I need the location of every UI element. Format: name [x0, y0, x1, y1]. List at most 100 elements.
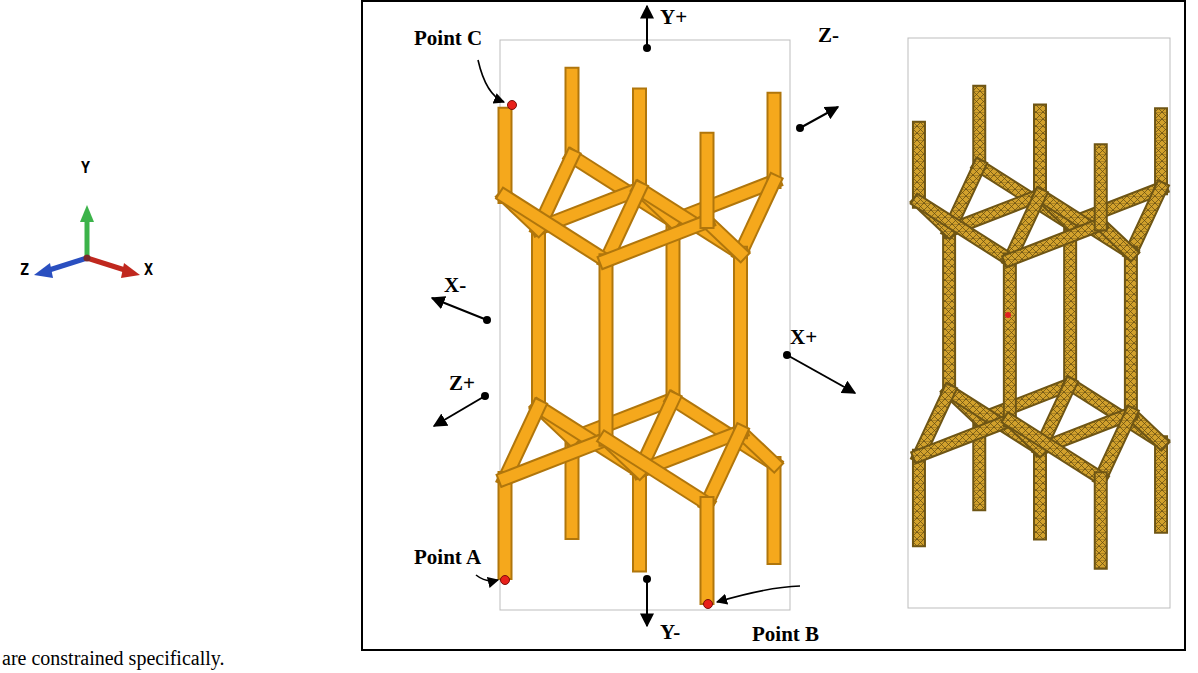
strut-edge [1094, 150, 1108, 224]
strut-edge [942, 230, 956, 391]
strut [606, 439, 707, 503]
direction-label: Y+ [660, 6, 687, 29]
strut [505, 197, 606, 261]
strut [1040, 449, 1041, 534]
strut [1161, 114, 1162, 188]
face-dot [796, 124, 804, 132]
strut [774, 464, 775, 558]
strut [918, 128, 919, 202]
strut [949, 230, 950, 391]
strut-face [533, 228, 544, 407]
strut-face [606, 439, 707, 503]
strut-face [567, 74, 578, 156]
point-label: Point A [414, 546, 481, 569]
strut-edge [1124, 253, 1138, 414]
direction-label: Z- [818, 24, 839, 47]
leader-arrow [717, 586, 800, 602]
strut-edge [767, 464, 782, 558]
strut-edge [498, 479, 513, 573]
strut [918, 456, 919, 541]
strut [505, 439, 606, 478]
strut-face [668, 221, 679, 400]
strut-face [1131, 188, 1161, 253]
strut [1161, 442, 1162, 527]
y-axis [85, 220, 90, 258]
strut-face [914, 456, 924, 541]
figure-frame [362, 1, 1185, 650]
strut-edge [700, 504, 715, 598]
strut-face [1010, 224, 1101, 259]
strut-face [1010, 420, 1101, 478]
strut [572, 74, 573, 156]
point-marker [704, 600, 713, 609]
strut [979, 92, 980, 166]
strut [639, 95, 640, 189]
leader-arrow [478, 60, 504, 102]
strut-face [1101, 414, 1131, 479]
strut-edge [1003, 260, 1017, 421]
strut [1131, 188, 1161, 253]
axis-label: Z [20, 262, 29, 279]
strut-face [707, 432, 741, 504]
direction-label: X- [444, 274, 466, 297]
lattice-model [505, 74, 774, 597]
strut-face [702, 139, 713, 221]
strut-edge [505, 439, 606, 478]
strut [707, 139, 708, 221]
direction-label: Y- [660, 621, 680, 644]
strut-face [974, 92, 984, 166]
strut-edge [972, 92, 986, 166]
strut-face [769, 464, 780, 558]
strut [1070, 224, 1071, 385]
strut [919, 420, 1010, 455]
strut-face [1096, 478, 1106, 563]
axis-label: Y [81, 160, 90, 177]
strut-edge [666, 221, 681, 400]
strut-face [1126, 253, 1136, 414]
z-axis-head [34, 263, 53, 278]
strut-face [606, 222, 707, 261]
strut-face [735, 253, 746, 432]
strut-face [741, 182, 775, 254]
direction-label: X+ [790, 326, 817, 349]
point-markers [501, 101, 713, 609]
strut-face [702, 504, 713, 598]
strut-face [500, 479, 511, 573]
strut-edge [912, 456, 926, 541]
face-dot [643, 575, 651, 583]
direction-label: Z+ [449, 372, 475, 395]
strut-face [601, 261, 612, 440]
axis-origin [84, 255, 91, 262]
strut-edge [1154, 442, 1168, 527]
strut-edge [505, 197, 606, 261]
strut-edge [498, 114, 513, 196]
x-axis [87, 258, 128, 271]
strut [606, 222, 707, 261]
strut-edge [919, 420, 1010, 455]
strut-edge [1033, 111, 1047, 196]
leader-arrow [476, 575, 498, 581]
strut-face [505, 197, 606, 261]
strut-face [919, 420, 1010, 455]
caption-fragment: are constrained specifically. [2, 647, 224, 669]
strut [673, 221, 674, 400]
direction-arrow [646, 6, 648, 48]
point-label: Point C [414, 27, 482, 50]
direction-arrow [800, 107, 838, 128]
strut-edge [733, 253, 748, 432]
strut [707, 504, 708, 598]
strut-face [769, 99, 780, 181]
strut-edge [531, 228, 546, 407]
face-dot [481, 392, 489, 400]
strut-edge [741, 182, 775, 254]
strut [505, 479, 506, 573]
center-marker [1005, 312, 1011, 318]
point-marker [501, 576, 510, 585]
strut-face [914, 128, 924, 202]
strut-edge [1010, 420, 1101, 478]
strut-edge [606, 222, 707, 261]
x-axis-head [121, 263, 140, 278]
strut [774, 99, 775, 181]
strut-face [634, 95, 645, 189]
